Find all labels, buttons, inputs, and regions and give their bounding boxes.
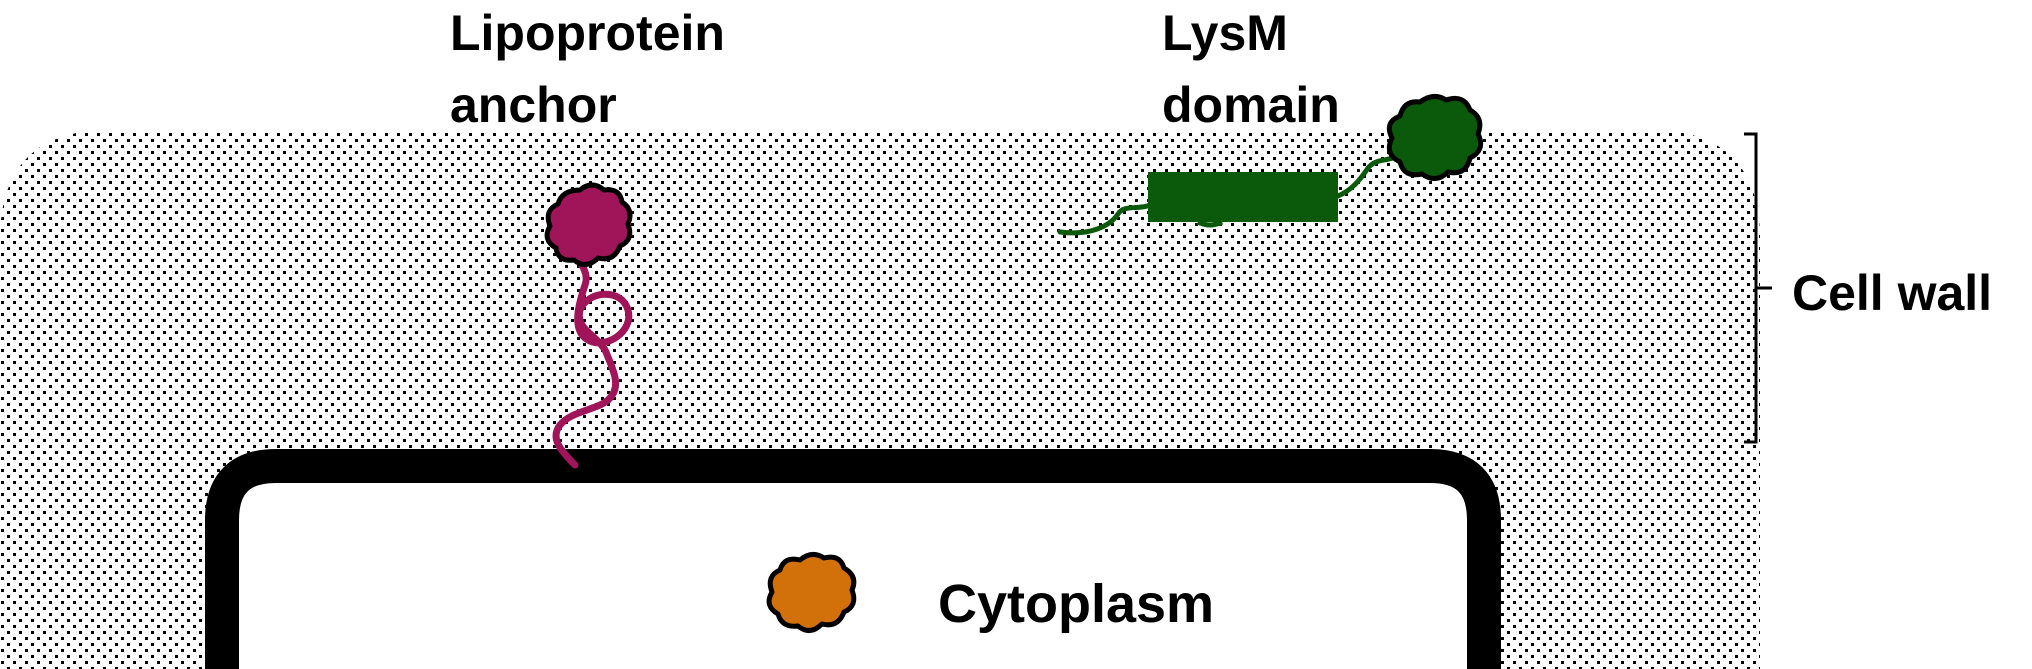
lipoprotein-blob [544,182,633,267]
lipoprotein-tether [552,244,633,469]
lysm-domain-bar [1148,172,1338,222]
cytoplasm-region [222,466,1484,669]
cytoplasm-blob [766,552,857,633]
label-lysm-line2: domain [1162,77,1340,133]
label-lipoprotein-line2: anchor [450,77,617,133]
lysm-blob [1386,94,1484,181]
lysm-tail-left [1057,202,1153,236]
cell-wall-bracket [1744,132,1772,444]
plasma-membrane [205,449,1501,669]
label-cytoplasm: Cytoplasm [938,574,1214,634]
label-lysm-line1: LysM [1162,5,1288,61]
label-cell-wall: Cell wall [1792,265,1992,321]
lysm-linker [1335,153,1401,199]
label-lipoprotein-line1: Lipoprotein [450,5,725,61]
lysm-bar-notch [1196,219,1224,228]
